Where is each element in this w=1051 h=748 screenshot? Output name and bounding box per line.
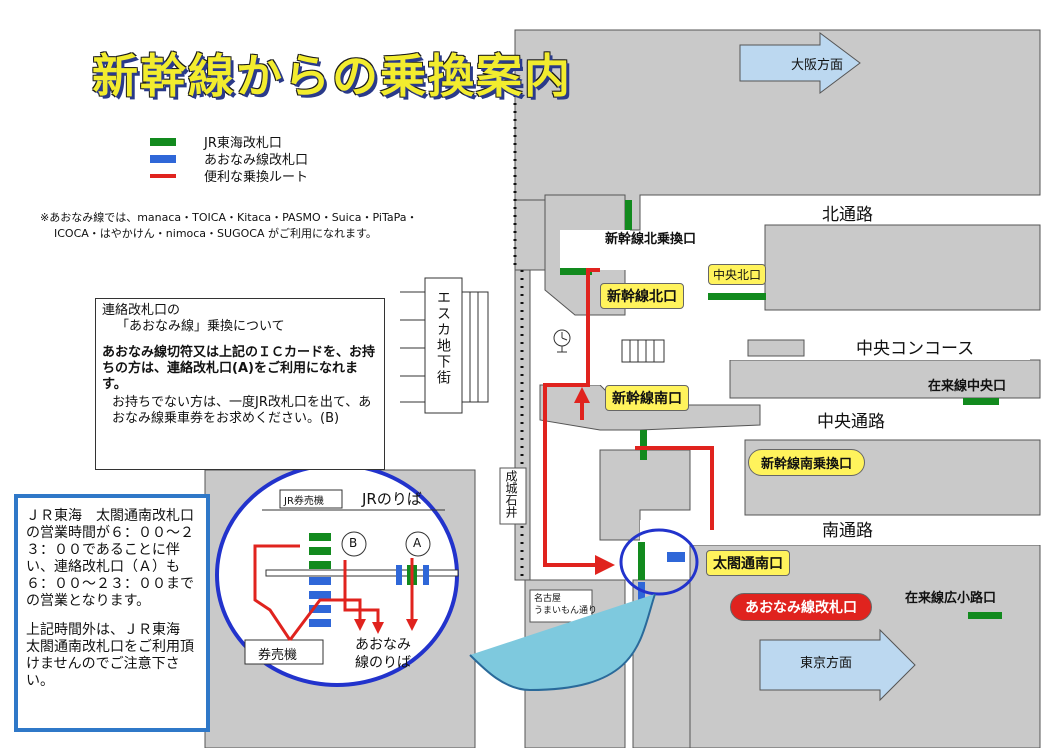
inset-jr-platform-label: JRのりば [362,490,422,508]
shinkansen-south-transfer-pill: 新幹線南乗換口 [748,449,866,476]
inset-jr-ticket-label: JR券売機 [284,496,324,507]
inset-aonami-line2: 線のりば [355,655,411,671]
transfer-info-box: 連絡改札口の 「あおなみ線」乗換について あおなみ線切符又は上記のＩＣカードを、… [95,298,385,470]
concourse-block [747,339,805,357]
transfer-route [543,268,714,575]
inset-contents [244,489,459,665]
north-street-label: 北通路 [822,205,873,225]
inset-ticket-machine-label: 券売機 [258,648,298,663]
highlight-circle [619,528,699,596]
esca-grid [400,277,489,414]
umaimon-box [529,589,593,623]
station-building [204,29,1041,748]
jr-gates [560,200,1002,619]
seijo-box [499,467,527,525]
legend-swatch-blue [150,154,176,163]
hours-para1: ＪＲ東海 太閤通南改札口の営業時間が６：００～２３：００であることに伴い、連絡改… [26,508,194,609]
central-street-label: 中央通路 [817,412,885,432]
direction-arrow-north [739,32,861,94]
clock-icon [553,329,571,353]
aonami-exit-pill: あおなみ線改札口 [730,593,872,621]
seijo-label: 成城石井 [504,470,518,518]
zairai-hiroko-exit-label: 在来線広小路口 [905,591,997,606]
shinkansen-north-transfer-label: 新幹線北乗換口 [605,232,697,247]
info-para1: あおなみ線切符又は上記のＩＣカードを、お持ちの方は、連絡改札口(A)をご利用にな… [102,345,376,392]
info-line1: 連絡改札口の [102,303,181,318]
legend-swatch-green [150,137,176,146]
umaimon-line2: うまいもん通り [534,606,598,616]
ic-card-note: ※あおなみ線では、manaca・TOICA・Kitaca・PASMO・Suica… [40,210,470,242]
hours-para2: 上記時間外は、ＪＲ東海 太閤通南改札口をご利用頂けませんのでご注意下さい。 [26,622,194,689]
central-north-exit-tag: 中央北口 [708,264,767,285]
legend-label: JR東海改札口 [204,136,282,151]
inset-gate-a-label: A [413,536,422,550]
direction-arrow-south [759,628,916,702]
business-hours-box: ＪＲ東海 太閤通南改札口の営業時間が６：００～２３：００であることに伴い、連絡改… [14,494,210,732]
south-direction-label: 東京方面 [800,656,853,671]
info-para2: お持ちでない方は、一度JR改札口を出て、あおなみ線乗車券をお求めください。(B) [112,395,372,426]
info-line2: 「あおなみ線」乗換について [116,319,285,334]
inset-aonami-line1: あおなみ [355,637,411,653]
legend-transfer-route: 便利な乗換ルート [150,166,308,185]
shinkansen-north-exit-tag: 新幹線北口 [600,283,684,309]
esca-label: エスカ地下街 [435,290,451,386]
zoom-arrow [469,593,656,692]
zairai-central-exit-label: 在来線中央口 [928,379,1007,394]
ic-note-line2: ICOCA・はやかけん・nimoca・SUGOCA がご利用になれます。 [54,227,377,240]
shinkansen-south-exit-tag: 新幹線南口 [605,385,689,411]
taiko-south-exit-tag: 太閤通南口 [706,550,790,576]
aonami-gates [638,552,685,608]
stairs [621,339,665,363]
legend-label: あおなみ線改札口 [204,153,309,168]
inset-gate-b-label: B [349,536,358,550]
umaimon-label: 名古屋 うまいもん通り [534,593,597,617]
inset-aonami-platform-label: あおなみ 線のりば [355,636,411,672]
corridors [560,230,1050,545]
legend-aonami-gate: あおなみ線改札口 [150,149,308,168]
south-street-label: 南通路 [822,521,873,541]
north-direction-label: 大阪方面 [791,58,844,73]
legend-jr-gate: JR東海改札口 [150,132,282,151]
ic-note-line1: ※あおなみ線では、manaca・TOICA・Kitaca・PASMO・Suica… [40,211,418,224]
page-title: 新幹線からの乗換案内 [92,49,572,103]
legend-swatch-red [150,173,176,178]
legend-label: 便利な乗換ルート [204,170,309,185]
umaimon-line1: 名古屋 [534,594,562,604]
central-concourse-label: 中央コンコース [856,339,975,359]
